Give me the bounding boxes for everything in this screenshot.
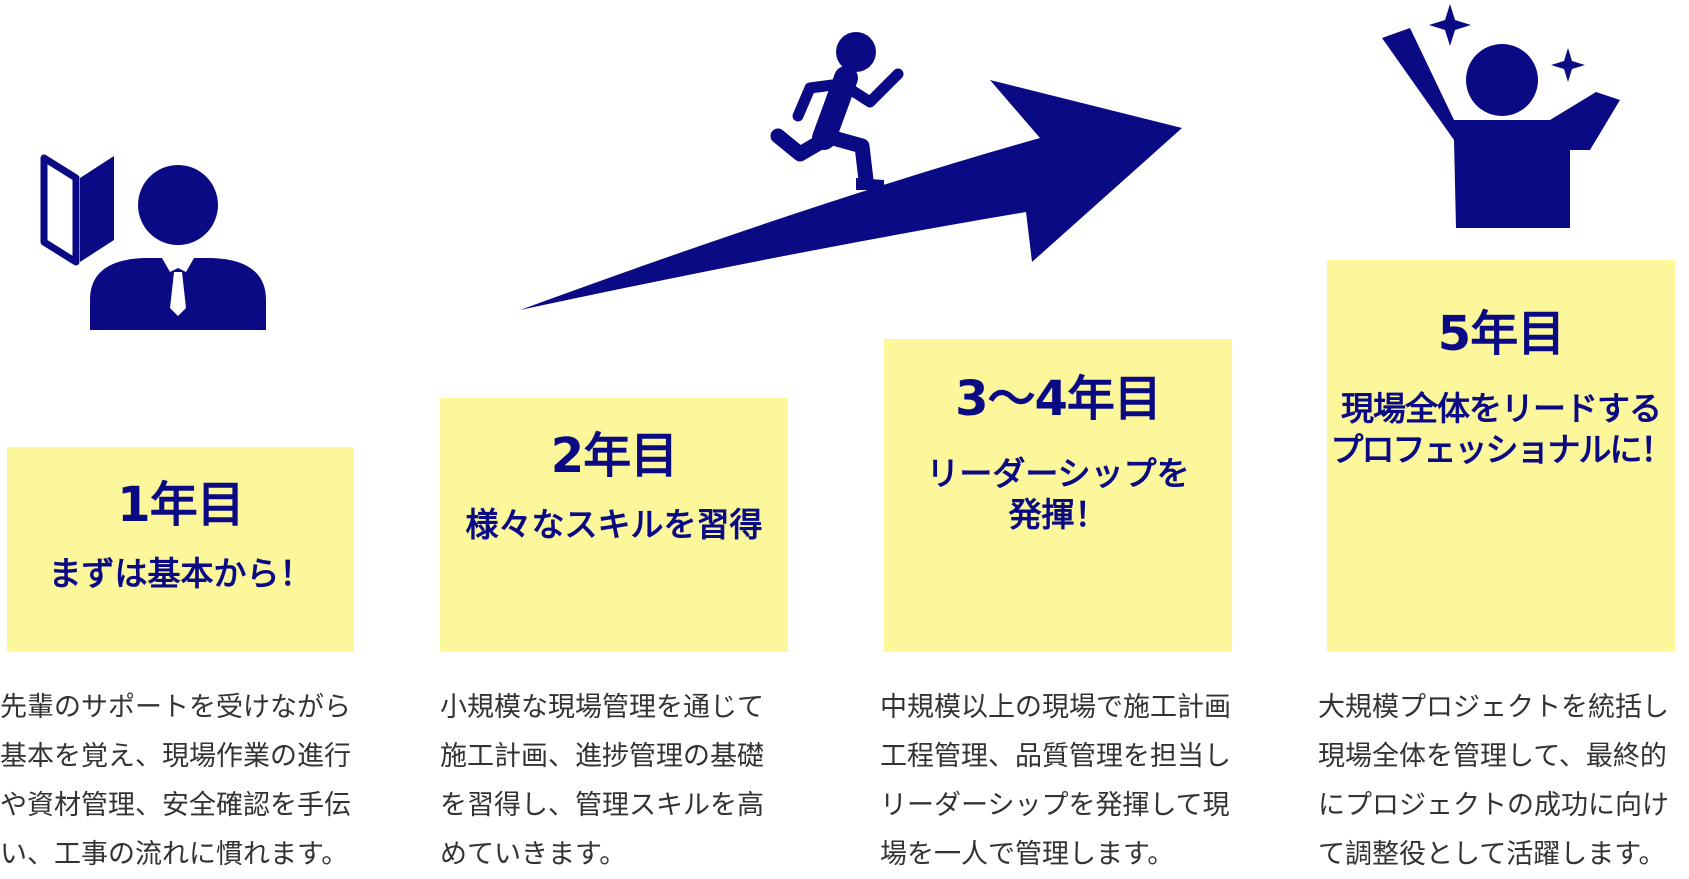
step-2-description-line-3: を習得し、管理スキルを高 [440, 790, 764, 821]
step-2-description: 小規模な現場管理を通じて 施工計画、進捗管理の基礎 を習得し、管理スキルを高 め… [440, 683, 800, 879]
step-3-description-line-3: リーダーシップを発揮して現 [880, 790, 1230, 821]
step-3-year: 3〜4年目 [955, 371, 1162, 427]
step-1-description-line-2: 基本を覚え、現場作業の進行 [0, 741, 351, 772]
step-1-year: 1年目 [117, 477, 244, 533]
step-1-subtitle-line-1: まずは基本から！ [48, 554, 313, 593]
step-2-description-line-1: 小規模な現場管理を通じて [440, 692, 764, 723]
step-2-subtitle-line-1: 様々なスキルを習得 [465, 505, 763, 544]
step-1-description: 先輩のサポートを受けながら 基本を覚え、現場作業の進行 や資材管理、安全確認を手… [0, 683, 360, 879]
celebrating-person-icon [1382, 4, 1620, 228]
rising-arrow-icon [520, 80, 1182, 310]
step-4-description-line-1: 大規模プロジェクトを統括し [1318, 692, 1669, 723]
step-3-description-line-1: 中規模以上の現場で施工計画 [880, 692, 1231, 723]
step-1-box: 1年目 まずは基本から！ [7, 447, 354, 652]
step-1-description-line-4: い、工事の流れに慣れます。 [0, 839, 349, 870]
step-3-description-line-2: 工程管理、品質管理を担当し [880, 741, 1231, 772]
step-2-description-line-4: めていきます。 [440, 839, 627, 870]
step-4-description-line-3: にプロジェクトの成功に向け [1318, 790, 1669, 821]
step-3-subtitle-line-2: 発揮！ [1008, 495, 1108, 535]
step-1-description-line-3: や資材管理、安全確認を手伝 [0, 790, 351, 821]
beginner-businessman-icon [40, 154, 266, 330]
step-3-description: 中規模以上の現場で施工計画 工程管理、品質管理を担当し リーダーシップを発揮して… [880, 683, 1240, 879]
step-2-year: 2年目 [550, 428, 678, 484]
step-4-subtitle-line-1: 現場全体をリードする [1341, 389, 1662, 428]
step-4-description-line-2: 現場全体を管理して、最終的 [1318, 741, 1667, 772]
step-2-box: 2年目 様々なスキルを習得 [440, 398, 788, 652]
step-4-subtitle-line-2: プロフェッショナルに！ [1330, 430, 1674, 470]
step-3-subtitle-line-1: リーダーシップを [926, 454, 1190, 493]
step-4-description: 大規模プロジェクトを統括し 現場全体を管理して、最終的 にプロジェクトの成功に向… [1318, 683, 1678, 879]
step-3-box: 3〜4年目 リーダーシップを 発揮！ [884, 339, 1232, 652]
step-4-box: 5年目 現場全体をリードする プロフェッショナルに！ [1327, 260, 1675, 652]
step-2-description-line-2: 施工計画、進捗管理の基礎 [440, 741, 764, 772]
step-4-year: 5年目 [1437, 306, 1565, 362]
running-person-icon [770, 32, 904, 190]
step-4-description-line-4: て調整役として活躍します。 [1318, 839, 1666, 870]
step-1-description-line-1: 先輩のサポートを受けながら [0, 692, 351, 723]
step-3-description-line-4: 場を一人で管理します。 [880, 839, 1175, 870]
